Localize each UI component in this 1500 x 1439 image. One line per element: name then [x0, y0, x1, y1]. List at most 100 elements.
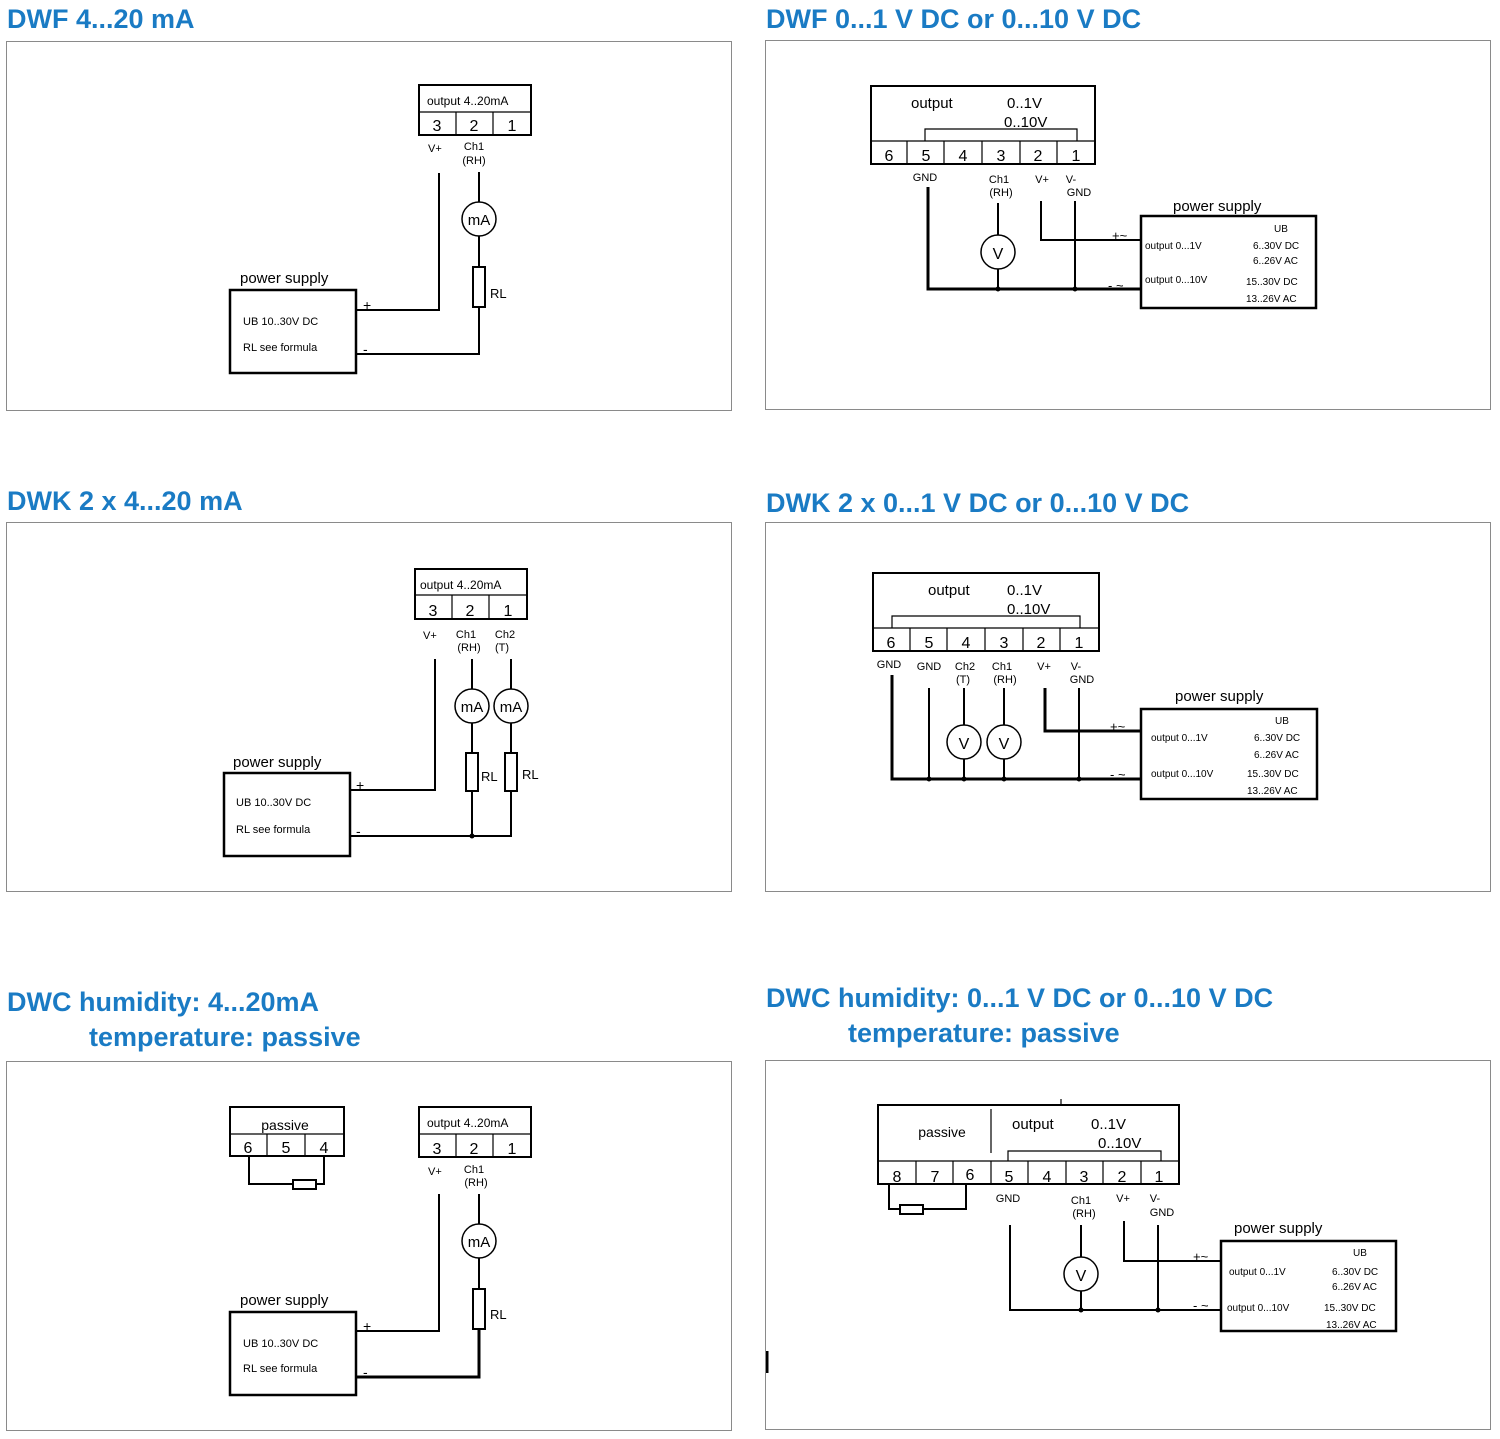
power-supply-title: power supply	[1234, 1220, 1323, 1237]
terminal-3: 3	[429, 603, 438, 620]
terminal-3: 3	[997, 148, 1006, 165]
pin-label-ch2: Ch2	[495, 629, 515, 641]
terminal-1: 1	[508, 118, 517, 135]
pin-label-rh: (RH)	[457, 642, 480, 654]
power-supply-box	[1219, 1239, 1398, 1333]
pin-label-ch2: Ch2	[955, 661, 975, 673]
output-label: output	[1012, 1116, 1055, 1133]
wiring-diagram-dwc-voltage: passive output 0..1V 0..10V 8 7 6 5 4 3 …	[766, 1099, 1398, 1373]
terminal-4: 4	[320, 1140, 329, 1157]
power-supply-ub: UB	[1274, 224, 1288, 235]
pin-label-vminus-gnd: GND	[1067, 187, 1092, 199]
power-supply-out010: output 0...10V	[1227, 1303, 1290, 1314]
pin-label-ch1: Ch1	[1071, 1195, 1091, 1207]
terminal-5: 5	[282, 1140, 291, 1157]
terminal-4: 4	[962, 635, 971, 652]
terminal-2: 2	[470, 118, 479, 135]
range-0-10v: 0..10V	[1007, 601, 1050, 618]
pin-label-gnd-6: GND	[877, 659, 902, 671]
terminal-6: 6	[887, 635, 896, 652]
terminal-6: 6	[244, 1140, 253, 1157]
title-dwc-current-line1: DWC humidity: 4...20mA	[7, 987, 320, 1017]
pin-label-gnd: GND	[996, 1193, 1021, 1205]
range-0-1v: 0..1V	[1007, 582, 1042, 599]
voltmeter-ch1-label: V	[999, 736, 1010, 753]
pin-label-rh: (RH)	[1072, 1208, 1095, 1220]
range-0-1v: 0..1V	[1091, 1116, 1126, 1133]
range-6-30vdc: 6..30V DC	[1253, 241, 1299, 252]
power-supply-box	[228, 288, 358, 375]
power-supply-ub: UB 10..30V DC	[243, 1338, 318, 1350]
terminal-5: 5	[925, 635, 934, 652]
power-supply-out01: output 0...1V	[1145, 241, 1202, 252]
terminal-3: 3	[433, 1141, 442, 1158]
load-resistor-ch2-icon	[504, 752, 518, 792]
pin-label-ch1: Ch1	[464, 1164, 484, 1176]
pin-label-vminus: V-	[1071, 661, 1082, 673]
panel-dwc-voltage: passive output 0..1V 0..10V 8 7 6 5 4 3 …	[765, 1060, 1491, 1430]
load-resistor-icon	[472, 266, 486, 308]
voltmeter-ch2-label: V	[959, 736, 970, 753]
output-label: output 4..20mA	[420, 578, 501, 592]
terminal-1: 1	[1155, 1169, 1164, 1186]
power-supply-title: power supply	[1173, 198, 1262, 215]
title-dwc-voltage-line2: temperature: passive	[848, 1018, 1120, 1048]
ammeter-ch1-label: mA	[461, 699, 484, 716]
pin-label-rh: (RH)	[989, 187, 1012, 199]
minus-label: -	[363, 341, 368, 357]
power-supply-ub: UB	[1353, 1248, 1367, 1259]
range-0-10v: 0..10V	[1098, 1135, 1141, 1152]
title-dwc-voltage-line1: DWC humidity: 0...1 V DC or 0...10 V DC	[766, 983, 1274, 1013]
output-label: output 4..20mA	[427, 94, 508, 108]
plus-ac-label: +~	[1193, 1249, 1209, 1264]
plus-ac-label: +~	[1110, 719, 1126, 734]
power-supply-rl: RL see formula	[243, 342, 318, 354]
title-dwk-current: DWK 2 x 4...20 mA	[7, 486, 243, 516]
voltmeter-label: V	[1076, 1268, 1087, 1285]
pin-label-vminus: V-	[1066, 174, 1077, 186]
pin-label-gnd-5: GND	[917, 661, 942, 673]
terminal-4: 4	[959, 148, 968, 165]
terminal-1: 1	[508, 1141, 517, 1158]
pin-label-rh: (RH)	[993, 674, 1016, 686]
title-dwf-voltage: DWF 0...1 V DC or 0...10 V DC	[766, 4, 1142, 34]
pin-label-vplus: V+	[428, 1166, 442, 1178]
pin-label-t: (T)	[495, 642, 509, 654]
power-supply-title: power supply	[240, 1292, 329, 1309]
range-6-30vdc: 6..30V DC	[1332, 1267, 1378, 1278]
resistor-ch1-label: RL	[481, 769, 498, 784]
title-dwk-voltage: DWK 2 x 0...1 V DC or 0...10 V DC	[766, 488, 1190, 518]
output-label: output	[911, 95, 954, 112]
power-supply-ub: UB 10..30V DC	[243, 316, 318, 328]
voltmeter-label: V	[993, 246, 1004, 263]
power-supply-out010: output 0...10V	[1145, 275, 1208, 286]
range-13-26vac: 13..26V AC	[1326, 1320, 1377, 1331]
terminal-3: 3	[433, 118, 442, 135]
wiring-diagram-dwc-current: passive 6 5 4 output 4..20mA 3 2 1 V+ Ch…	[228, 1106, 532, 1397]
load-resistor-icon	[472, 1288, 486, 1330]
power-supply-ub: UB 10..30V DC	[236, 797, 311, 809]
output-label: output 4..20mA	[427, 1116, 508, 1130]
terminal-5: 5	[1005, 1169, 1014, 1186]
plus-label: +	[363, 297, 371, 313]
power-supply-ub: UB	[1275, 716, 1289, 727]
pin-label-rh: (RH)	[464, 1177, 487, 1189]
panel-dwf-voltage: output 0..1V 0..10V 6 5 4 3 2 1 GND Ch1 …	[765, 40, 1491, 410]
load-resistor-ch1-icon	[465, 752, 479, 792]
plus-label: +	[363, 1318, 371, 1334]
power-supply-box	[222, 771, 352, 858]
pin-label-ch1: Ch1	[456, 629, 476, 641]
range-6-30vdc: 6..30V DC	[1254, 733, 1300, 744]
range-6-26vac: 6..26V AC	[1253, 256, 1298, 267]
terminal-1: 1	[504, 603, 513, 620]
range-0-1v: 0..1V	[1007, 95, 1042, 112]
range-0-10v: 0..10V	[1004, 114, 1047, 131]
passive-label: passive	[918, 1124, 966, 1140]
terminal-1: 1	[1075, 635, 1084, 652]
pin-label-vplus: V+	[1116, 1193, 1130, 1205]
pin-label-t: (T)	[956, 674, 970, 686]
title-dwc-current-line2: temperature: passive	[89, 1022, 361, 1052]
minus-ac-label: - ~	[1108, 278, 1124, 293]
range-15-30vdc: 15..30V DC	[1247, 769, 1299, 780]
pin-label-vminus-gnd: GND	[1150, 1207, 1175, 1219]
